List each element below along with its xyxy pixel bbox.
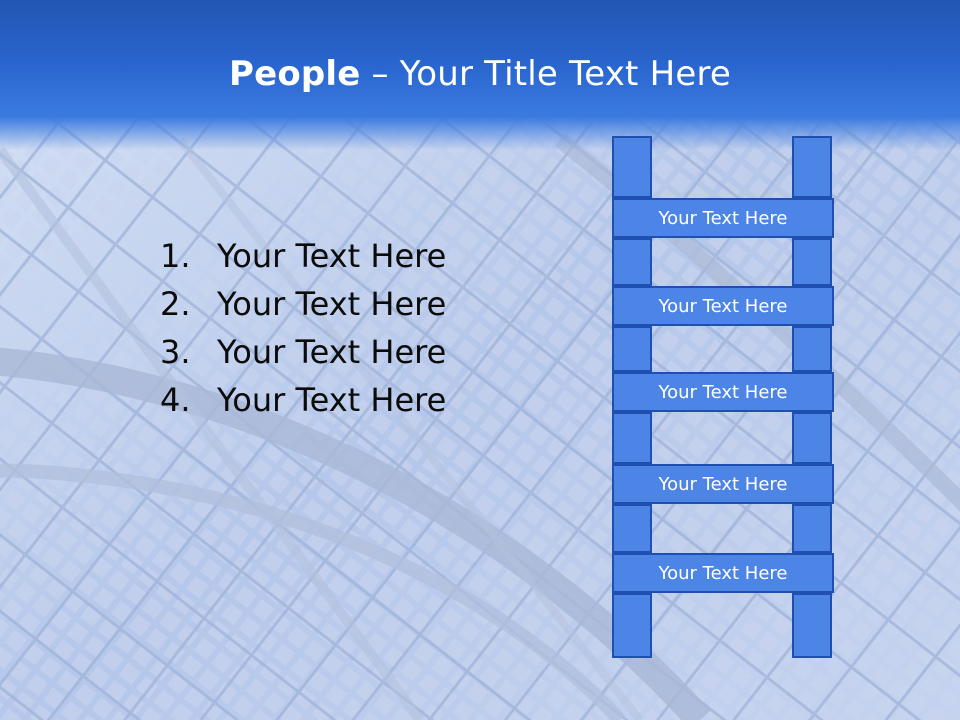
ladder-rung-5[interactable]: Your Text Here (612, 553, 834, 593)
ladder-right-rail-segment (792, 326, 832, 372)
rung-label: Your Text Here (658, 207, 788, 229)
list-number: 1. (160, 237, 191, 275)
ladder-right-rail-segment (792, 412, 832, 464)
ladder-left-rail-segment (612, 238, 652, 286)
list-item[interactable]: 4. Your Text Here (160, 376, 446, 424)
list-text: Your Text Here (217, 285, 447, 323)
ladder-left-rail-segment (612, 326, 652, 372)
list-number: 2. (160, 285, 191, 323)
ladder-right-rail-segment (792, 136, 832, 198)
ladder-right-rail-segment (792, 504, 832, 553)
ladder-right-rail-segment (792, 593, 832, 658)
numbered-list: 1. Your Text Here 2. Your Text Here 3. Y… (160, 232, 446, 424)
rung-label: Your Text Here (658, 473, 788, 495)
title-text-part: – Your Title Text Here (360, 54, 732, 94)
title-bold-part: People (228, 54, 361, 94)
ladder-left-rail-segment (612, 412, 652, 464)
list-text: Your Text Here (217, 381, 447, 419)
ladder-rung-1[interactable]: Your Text Here (612, 198, 834, 238)
ladder-left-rail-segment (612, 593, 652, 658)
ladder-rung-4[interactable]: Your Text Here (612, 464, 834, 504)
list-number: 3. (160, 333, 191, 371)
slide-title[interactable]: People – Your Title Text Here (0, 52, 960, 96)
list-text: Your Text Here (217, 237, 447, 275)
list-text: Your Text Here (217, 333, 447, 371)
ladder-left-rail-segment (612, 504, 652, 553)
list-item[interactable]: 1. Your Text Here (160, 232, 446, 280)
ladder-rung-3[interactable]: Your Text Here (612, 372, 834, 412)
rung-label: Your Text Here (658, 295, 788, 317)
ladder-left-rail-segment (612, 136, 652, 198)
list-item[interactable]: 3. Your Text Here (160, 328, 446, 376)
rung-label: Your Text Here (658, 562, 788, 584)
rung-label: Your Text Here (658, 381, 788, 403)
list-number: 4. (160, 381, 191, 419)
list-item[interactable]: 2. Your Text Here (160, 280, 446, 328)
title-bar (0, 0, 960, 150)
ladder-rung-2[interactable]: Your Text Here (612, 286, 834, 326)
ladder-right-rail-segment (792, 238, 832, 286)
